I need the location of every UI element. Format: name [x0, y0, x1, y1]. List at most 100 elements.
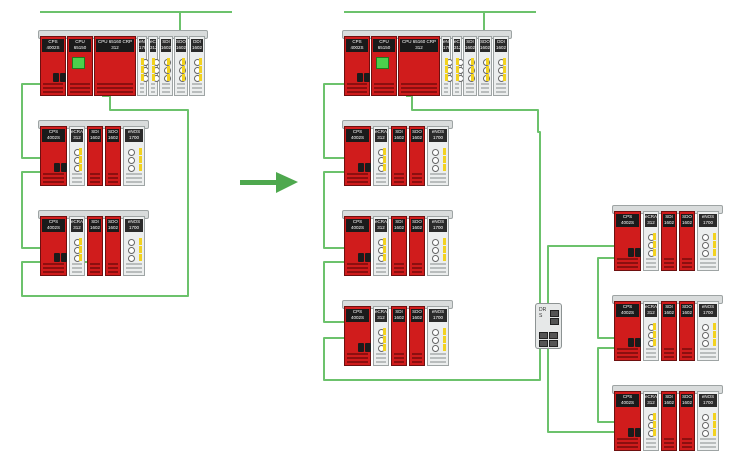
vent-stripe: [394, 173, 404, 175]
vent-stripe: [97, 83, 133, 85]
module-sdo: SDO 1602: [105, 216, 121, 276]
module-label: SDO 1602: [681, 214, 693, 227]
status-led-icon: [383, 164, 386, 171]
module-label: CPS 4002S: [42, 39, 64, 52]
vent-stripe: [664, 266, 674, 268]
vent-stripe: [43, 177, 64, 179]
vent-stripe: [347, 267, 368, 269]
vent-stripe: [617, 446, 638, 448]
vent-stripe: [376, 353, 386, 355]
vent-stripe: [401, 91, 437, 93]
ethernet-port-icon: [53, 73, 59, 82]
ethernet-port-icon: [358, 253, 364, 262]
vent-stripe: [617, 356, 638, 358]
vent-stripe: [108, 267, 118, 269]
sub-ring-cable: [547, 346, 622, 433]
vent-stripe: [455, 83, 459, 85]
module-label: eCRA 312: [375, 129, 387, 142]
module-sdo: SDO 1602: [409, 126, 425, 186]
vent-stripe: [496, 87, 506, 89]
ethernet-port-icon: [61, 253, 67, 262]
ethernet-port-icon: [54, 253, 60, 262]
switch-port: [539, 340, 548, 347]
vent-stripe: [700, 348, 716, 350]
switch-port: [539, 332, 548, 339]
status-led-icon: [383, 336, 386, 343]
ethernet-port-icon: [364, 73, 370, 82]
vent-stripe: [646, 446, 656, 448]
module-label: CPU 65150: [373, 39, 395, 52]
module-sdi: SDI 1602: [87, 216, 103, 276]
module-label: CPS 4002S: [346, 219, 369, 232]
module-cps: CPS 4002S: [344, 216, 371, 276]
status-led-icon: [653, 421, 656, 428]
status-led-icon: [383, 238, 386, 245]
vent-stripe: [617, 266, 638, 268]
vent-stripe: [401, 83, 437, 85]
vent-stripe: [376, 361, 386, 363]
status-led-icon: [139, 238, 142, 245]
display-icon: [376, 57, 389, 69]
vent-stripe: [347, 173, 368, 175]
status-led-icon: [141, 58, 144, 65]
vent-stripe: [617, 352, 638, 354]
status-led-icon: [199, 58, 202, 65]
module-sdi: SDI 1602: [661, 391, 677, 451]
terminal-icon: [702, 250, 709, 257]
switch-port: [549, 340, 558, 347]
status-led-icon: [139, 148, 142, 155]
module-cps: CPS 4002S: [614, 301, 641, 361]
status-led-icon: [182, 58, 185, 65]
status-led-icon: [471, 74, 474, 81]
vent-stripe: [43, 83, 63, 85]
module-crp: eCRA 312: [643, 391, 659, 451]
status-led-icon: [653, 249, 656, 256]
status-led-icon: [443, 238, 446, 245]
status-led-icon: [503, 66, 506, 73]
module-sdo: SDO 1602: [679, 301, 695, 361]
vent-stripe: [496, 91, 506, 93]
status-led-icon: [713, 233, 716, 240]
module-label: CPS 4002S: [42, 129, 65, 142]
module-crp: eCRA 312: [373, 126, 389, 186]
terminal-icon: [702, 324, 709, 331]
module-cps: CPS 4002S: [344, 306, 371, 366]
vent-stripe: [72, 173, 82, 175]
vent-stripe: [70, 83, 90, 85]
status-led-icon: [445, 58, 448, 65]
vent-stripe: [108, 263, 118, 265]
vent-stripe: [412, 173, 422, 175]
module-label: CPS 4002S: [42, 219, 65, 232]
module-label: SDO 1602: [107, 219, 119, 232]
vent-stripe: [646, 348, 656, 350]
vent-stripe: [192, 87, 202, 89]
status-led-icon: [167, 58, 170, 65]
vent-stripe: [682, 442, 692, 444]
module-label: CPU 65160 CRP 312: [96, 39, 134, 52]
vent-stripe: [412, 353, 422, 355]
vent-stripe: [347, 91, 367, 93]
vent-stripe: [151, 87, 155, 89]
status-led-icon: [79, 254, 82, 261]
vent-stripe: [646, 438, 656, 440]
module-ehrs: eNOS 1700: [441, 36, 453, 96]
vent-stripe: [177, 87, 185, 89]
terminal-icon: [432, 149, 439, 156]
module-ehrs: eNOS 1700: [697, 301, 719, 361]
vent-stripe: [481, 83, 489, 85]
vent-stripe: [43, 267, 64, 269]
status-led-icon: [503, 74, 506, 81]
vent-stripe: [43, 181, 64, 183]
status-led-icon: [139, 246, 142, 253]
vent-stripe: [347, 83, 367, 85]
vent-stripe: [664, 352, 674, 354]
terminal-icon: [128, 247, 135, 254]
vent-stripe: [700, 446, 716, 448]
module-label: SDO 1602: [681, 394, 693, 407]
module-label: eNOS 1700: [429, 309, 447, 322]
vent-stripe: [646, 352, 656, 354]
status-led-icon: [141, 66, 144, 73]
terminal-icon: [432, 247, 439, 254]
